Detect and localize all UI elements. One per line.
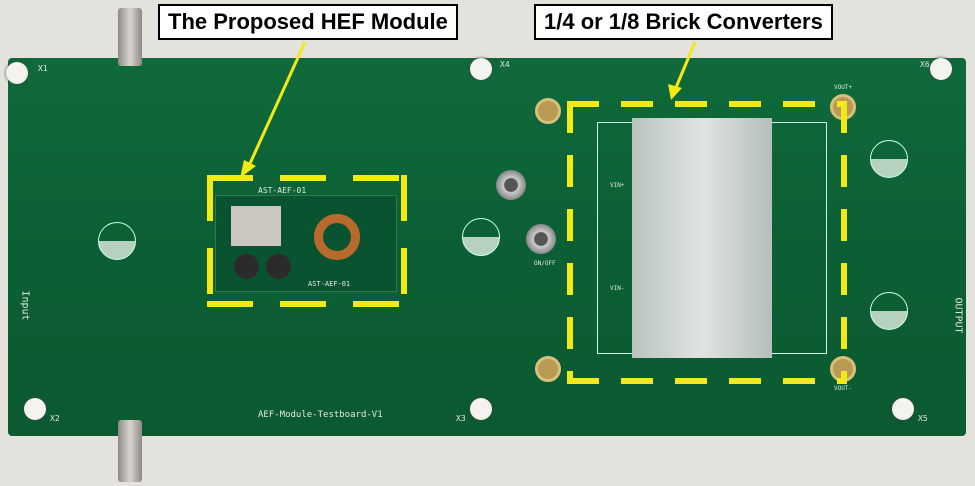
brick-opening bbox=[632, 118, 772, 358]
arrow-hef bbox=[246, 41, 307, 169]
label-x4: X4 bbox=[500, 60, 510, 69]
brick-box-dash bbox=[567, 101, 573, 133]
brick-box-dash bbox=[729, 378, 761, 384]
arrow-brick bbox=[673, 41, 697, 91]
bnc-jack bbox=[526, 224, 556, 254]
brick-box-dash bbox=[567, 371, 573, 384]
standoff-x6 bbox=[930, 58, 952, 80]
hef-box-dash bbox=[280, 301, 326, 307]
module-name-bottom: AST-AEF-01 bbox=[308, 280, 351, 288]
transformer bbox=[231, 206, 281, 246]
vin-minus-label: VIN- bbox=[610, 285, 625, 292]
hef-box-dash bbox=[353, 175, 399, 181]
hef-box-dash bbox=[207, 248, 213, 294]
capacitor-c6 bbox=[462, 218, 500, 256]
hef-box-dash bbox=[401, 248, 407, 294]
brick-box-dash bbox=[783, 101, 815, 107]
standoff-x2 bbox=[24, 398, 46, 420]
brick-box-dash bbox=[567, 155, 573, 187]
label-x6: X6 bbox=[920, 60, 930, 69]
bnc-jack bbox=[496, 170, 526, 200]
toroid-inductor bbox=[314, 214, 360, 260]
label-x3: X3 bbox=[456, 414, 466, 423]
vout-minus-label: VOUT- bbox=[834, 385, 853, 392]
brick-box-dash bbox=[567, 101, 599, 107]
arrowhead-brick-icon bbox=[668, 84, 682, 100]
hef-box-dash bbox=[207, 301, 253, 307]
hef-box-dash bbox=[353, 301, 399, 307]
brick-box-dash bbox=[841, 371, 847, 384]
vin-minus-terminal bbox=[535, 356, 561, 382]
electrolytic-cap bbox=[266, 254, 291, 279]
arrowhead-hef-icon bbox=[240, 160, 256, 178]
board-name: AEF-Module-Testboard-V1 bbox=[258, 410, 383, 420]
hef-box-dash bbox=[207, 175, 253, 181]
brick-box-dash bbox=[729, 101, 761, 107]
on-off-label: ON/OFF bbox=[534, 260, 556, 267]
electrolytic-cap bbox=[234, 254, 259, 279]
brick-box-dash bbox=[783, 378, 815, 384]
brick-box-dash bbox=[841, 209, 847, 241]
bnc-connector-top bbox=[118, 8, 142, 66]
hef-box-dash bbox=[401, 175, 407, 221]
brick-box-dash bbox=[621, 101, 653, 107]
brick-box-dash bbox=[841, 155, 847, 187]
brick-box-dash bbox=[567, 317, 573, 349]
capacitor-c53 bbox=[870, 140, 908, 178]
brick-box-dash bbox=[675, 101, 707, 107]
vin-plus-label: VIN+ bbox=[610, 182, 625, 189]
bnc-connector-bottom bbox=[118, 420, 142, 482]
brick-box-dash bbox=[841, 101, 847, 133]
standoff-x4 bbox=[470, 58, 492, 80]
label-x5: X5 bbox=[918, 414, 928, 423]
capacitor-c50 bbox=[98, 222, 136, 260]
hef-box-dash bbox=[280, 175, 326, 181]
capacitor-c54 bbox=[870, 292, 908, 330]
brick-box-dash bbox=[621, 378, 653, 384]
hef-module bbox=[215, 195, 397, 292]
brick-box-dash bbox=[675, 378, 707, 384]
brick-box-dash bbox=[841, 317, 847, 349]
standoff-x5 bbox=[892, 398, 914, 420]
label-x2: X2 bbox=[50, 414, 60, 423]
brick-box-dash bbox=[567, 209, 573, 241]
brick-box-dash bbox=[567, 378, 599, 384]
brick-box-dash bbox=[567, 263, 573, 295]
vout-plus-label: VOUT+ bbox=[834, 84, 853, 91]
standoff-x3 bbox=[470, 398, 492, 420]
label-x1: X1 bbox=[38, 64, 48, 73]
module-name-top: AST-AEF-01 bbox=[258, 186, 307, 195]
callout-brick-converters: 1/4 or 1/8 Brick Converters bbox=[534, 4, 833, 40]
standoff-x1 bbox=[6, 62, 28, 84]
vin-plus-terminal bbox=[535, 98, 561, 124]
hef-box-dash bbox=[207, 175, 213, 221]
brick-box-dash bbox=[841, 263, 847, 295]
callout-hef-module: The Proposed HEF Module bbox=[158, 4, 458, 40]
